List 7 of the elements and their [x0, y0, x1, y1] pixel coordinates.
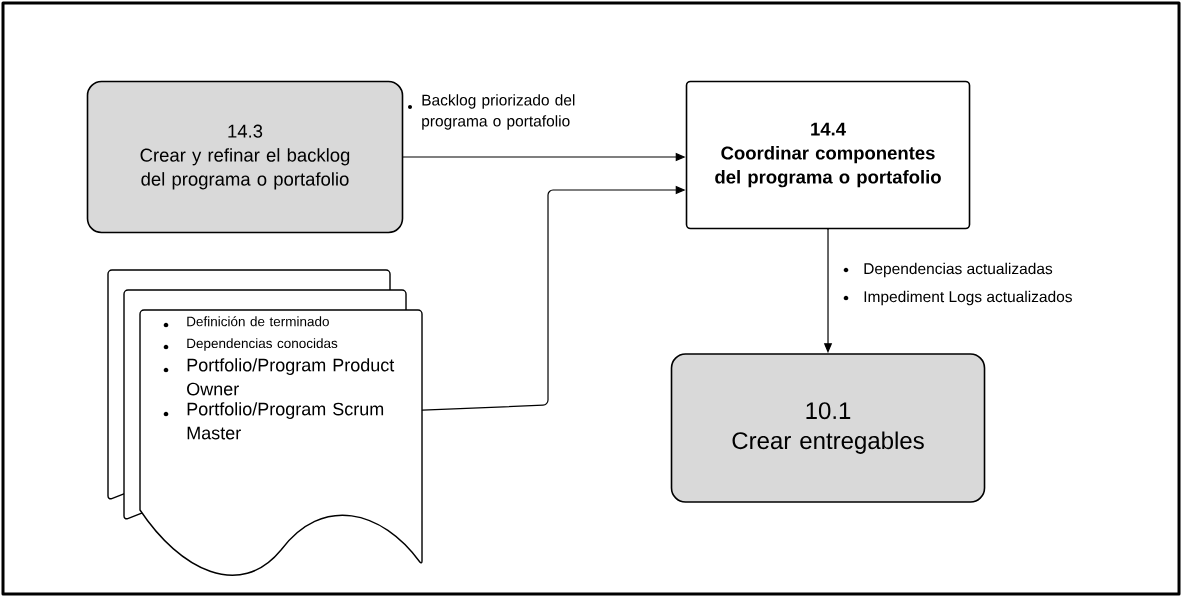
edge-label: Backlog priorizado del programa o portafolio: [422, 94, 575, 130]
process-box: 10.1 Crear entregables: [670, 353, 986, 503]
bullet-label: Impediment Logs actualizados: [864, 290, 1072, 306]
edge-label: Dependencias actualizadas: [864, 262, 1053, 278]
document-stack: Definición de terminado Dependencias conocidas Portfolio/Program Product Owner Portfolio/Program Scrum Master: [107, 269, 423, 576]
process-box: 14.4 Coordinar componentes del programa o portafolio: [685, 80, 971, 230]
process-box: 14.3 Crear y refinar el backlog del programa o portafolio: [86, 80, 404, 234]
